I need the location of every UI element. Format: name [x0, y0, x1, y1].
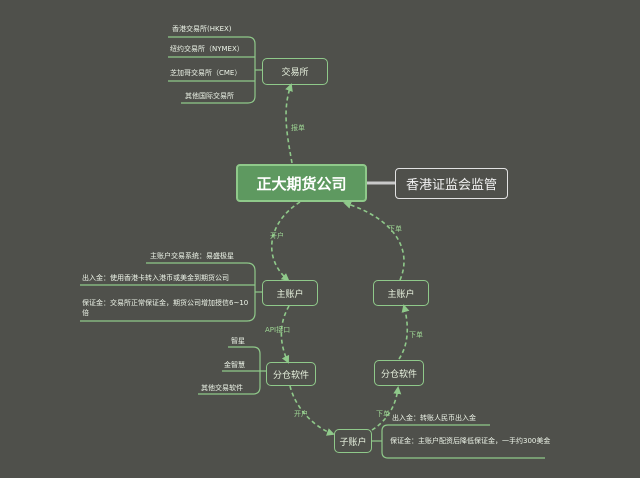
main-account-right-node[interactable]: 主账户: [373, 280, 429, 306]
edge-software-right-to-main-right: [398, 304, 410, 360]
main-account-detail: 保证金：交易所正常保证金，期货公司增加授信6~10倍: [82, 299, 249, 317]
edge-main-left-to-software: [280, 305, 290, 364]
sub-account-detail: 出入金：转账人民币出入金: [392, 414, 476, 422]
exchange-leaf: 香港交易所(HKEX): [172, 25, 232, 33]
split-software-left-node[interactable]: 分仓软件: [266, 362, 316, 386]
main-account-left-node[interactable]: 主账户: [262, 280, 318, 306]
edge-main-right-to-root: [343, 201, 405, 281]
main-account-detail: 主账户交易系统：易盛极星: [150, 252, 234, 260]
root-company-node[interactable]: 正大期货公司: [236, 164, 367, 202]
software-leaf: 其他交易软件: [201, 384, 243, 392]
edge-root-to-main-left: [271, 201, 301, 282]
sub-account-detail: 保证金：主账户配资后降低保证金，一手约300美金: [390, 437, 551, 445]
edge-label-open-account: 开户: [294, 410, 308, 418]
software-leaf: 智星: [231, 337, 245, 345]
edge-label-place-order: 下单: [409, 331, 423, 339]
regulator-node[interactable]: 香港证监会监管: [395, 168, 508, 199]
software-leaf: 金智慧: [224, 361, 245, 369]
edge-label-open-account: 开户: [270, 232, 284, 240]
sub-account-node[interactable]: 子账户: [334, 429, 372, 453]
split-software-right-node[interactable]: 分仓软件: [374, 360, 424, 386]
edge-label-api: API接口: [265, 326, 291, 334]
edge-label-order-up: 报单: [291, 124, 305, 132]
edge-label-place-order: 下单: [388, 225, 402, 233]
edge-label-place-order: 下单: [376, 410, 390, 418]
exchange-leaf: 其他国际交易所: [185, 92, 234, 100]
exchange-leaf: 纽约交易所（NYMEX）: [170, 45, 244, 53]
exchange-node[interactable]: 交易所: [262, 58, 328, 85]
edge-root-to-exchange: [285, 83, 293, 164]
exchange-leaf: 芝加哥交易所（CME）: [170, 69, 242, 77]
main-account-detail: 出入金：使用香港卡转入港币或美金到期货公司: [82, 274, 229, 282]
edge-software-to-subaccount: [289, 385, 335, 436]
